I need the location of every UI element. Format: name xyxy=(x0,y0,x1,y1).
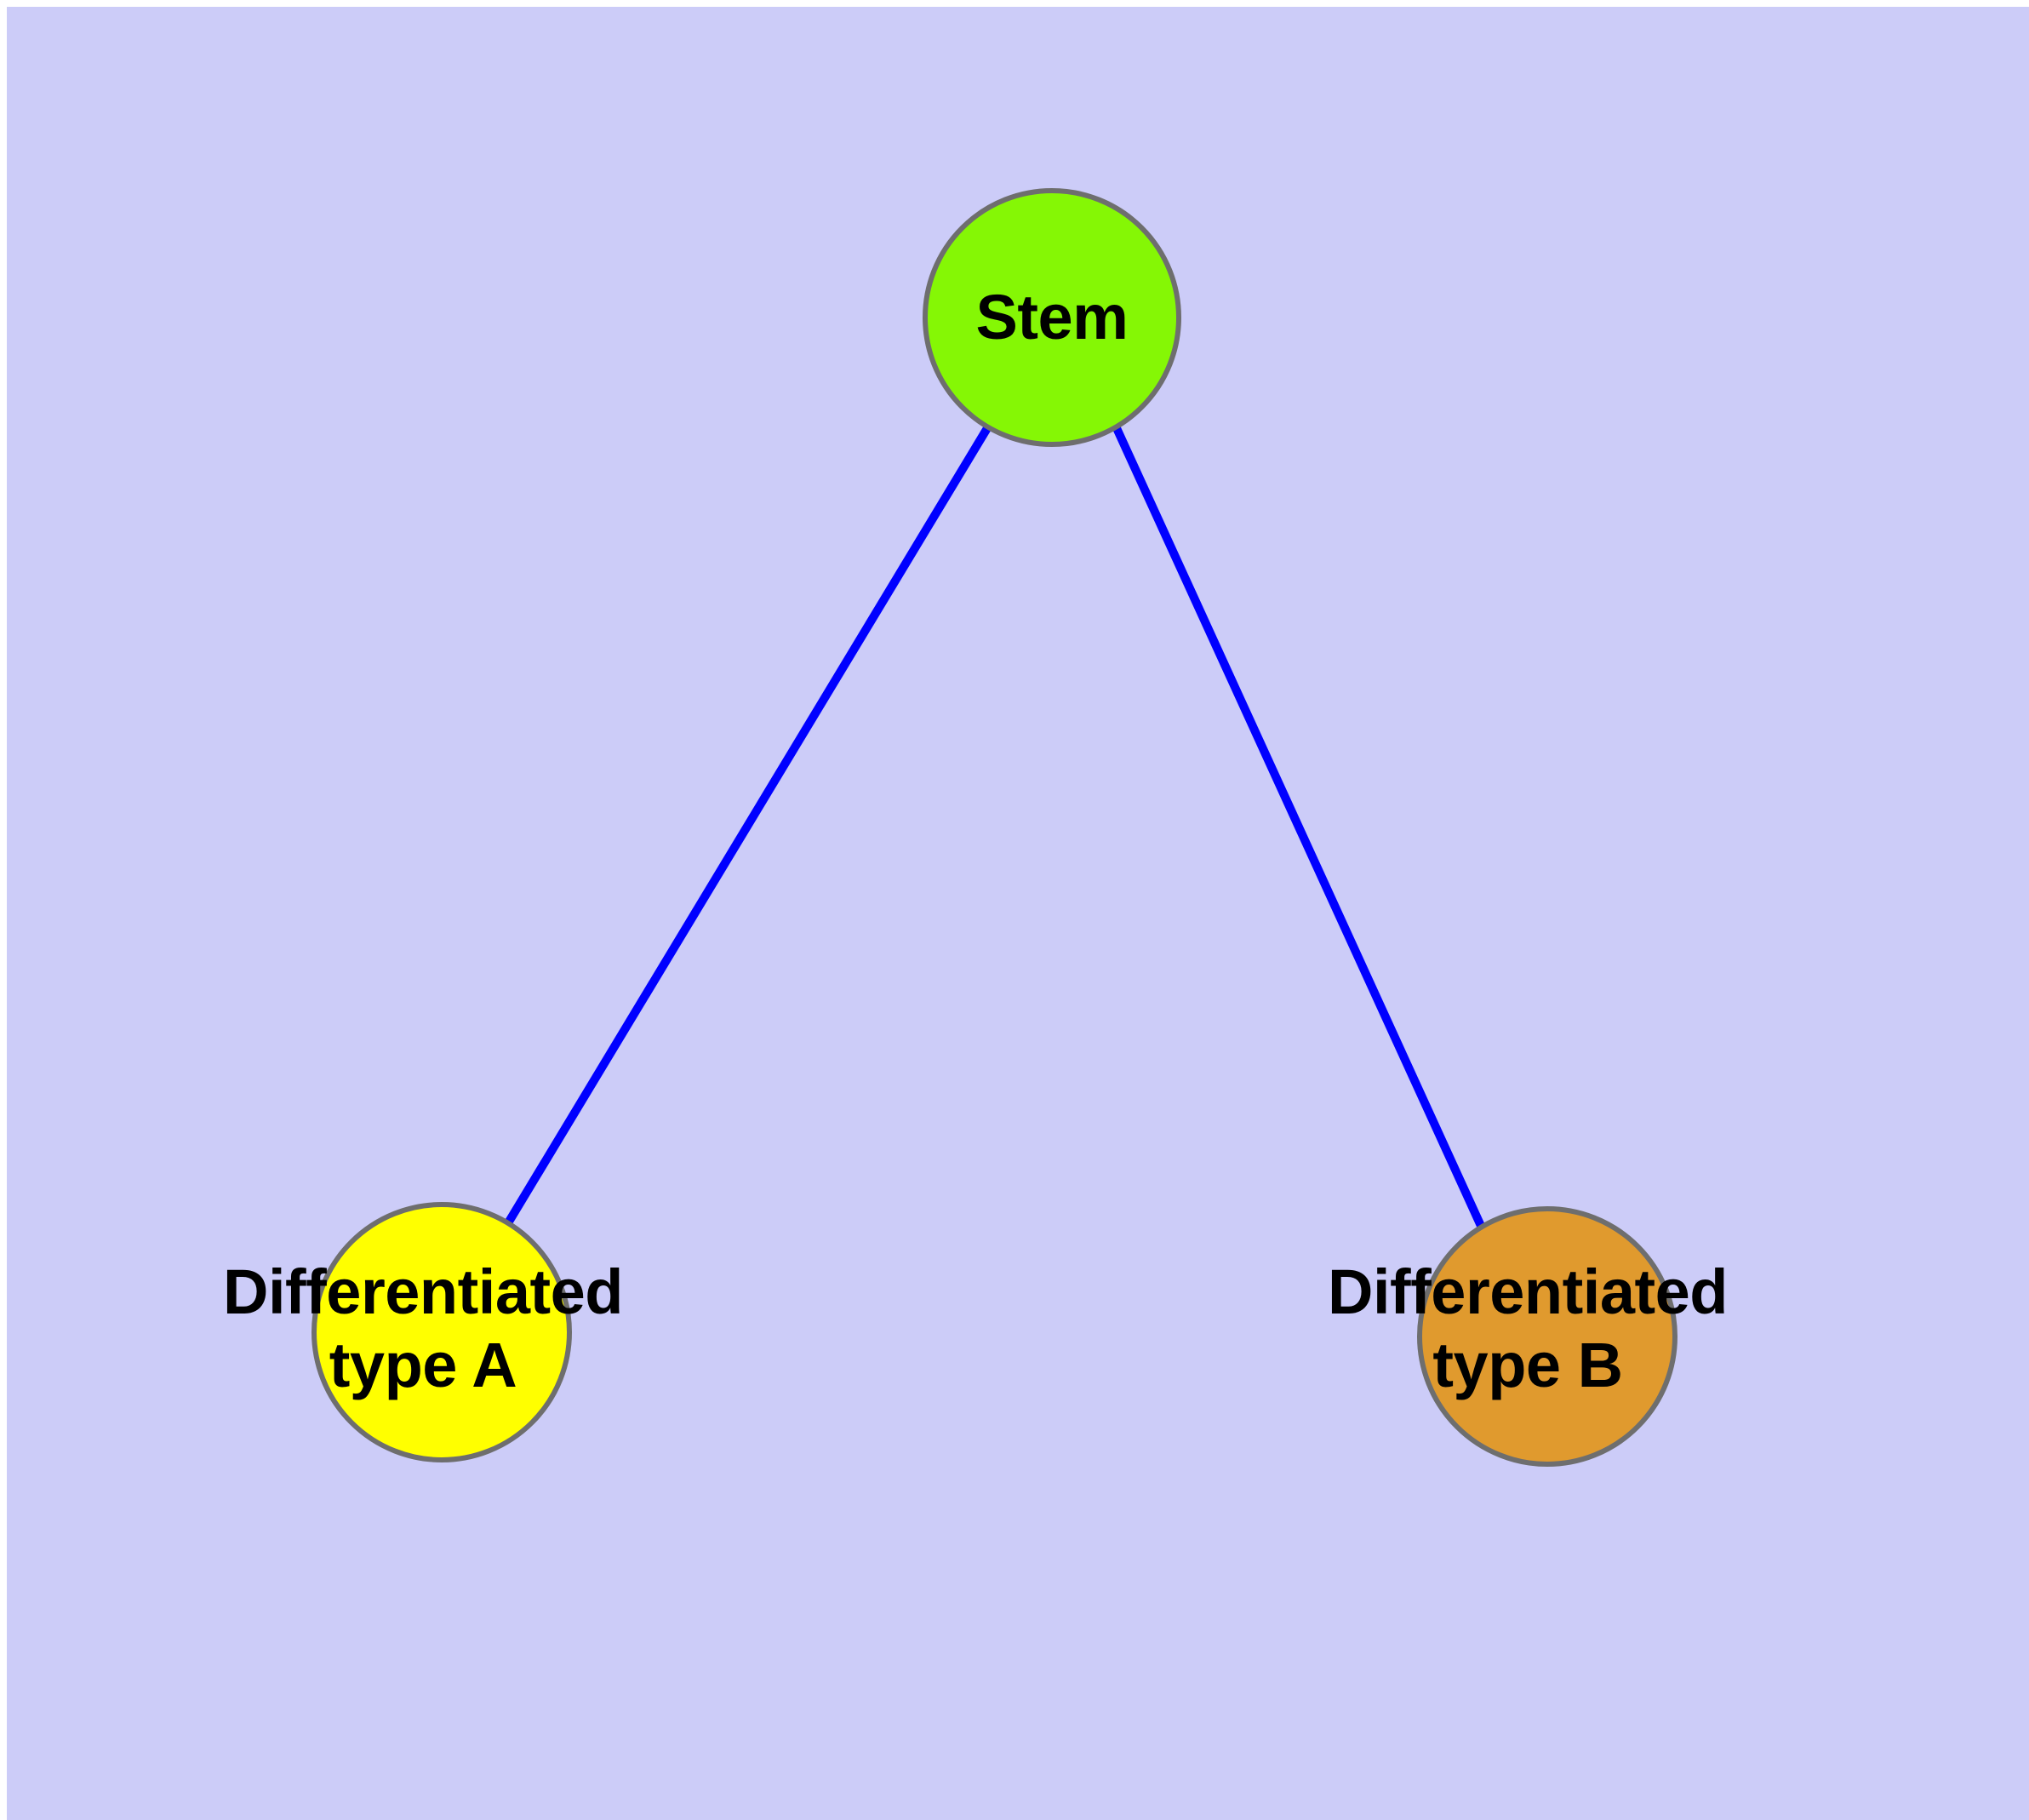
node-diff_a[interactable] xyxy=(311,1202,572,1462)
nodes-group xyxy=(311,188,1677,1467)
edge-stem-diff_b[interactable] xyxy=(1112,426,1485,1228)
node-diff_b[interactable] xyxy=(1417,1206,1677,1467)
node-stem[interactable] xyxy=(923,188,1181,447)
edges-group xyxy=(505,426,1485,1228)
edge-stem-diff_a[interactable] xyxy=(505,426,992,1224)
